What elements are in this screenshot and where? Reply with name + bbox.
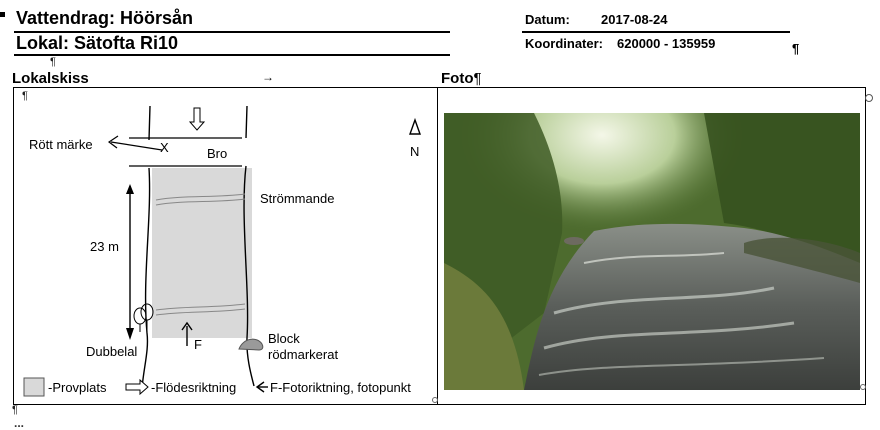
tab-arrow: → — [262, 70, 274, 84]
cell-end-marker — [432, 397, 438, 403]
site-title: Lokal: Sätofta Ri10 — [16, 33, 179, 53]
legend-photo-label: F-Fotoriktning, fotopunkt — [270, 380, 411, 395]
flow-type-label: Strömmande — [260, 191, 334, 206]
right-bank — [243, 105, 255, 387]
arrow-down-icon — [126, 328, 134, 340]
riffle-line — [155, 193, 246, 201]
cut-off-text: ... — [14, 416, 25, 430]
flow-arrow-icon — [188, 107, 206, 131]
date-label: Datum: — [525, 12, 570, 27]
date-rule — [522, 31, 790, 33]
site-sketch: Rött märke X Bro N Strömmande 23 m Dubbe… — [23, 105, 421, 397]
photo-mark-label: F — [194, 337, 202, 352]
pilcrow: ¶ — [792, 41, 800, 56]
pilcrow: ¶ — [22, 90, 28, 102]
arrow-up-icon — [181, 321, 193, 331]
pilcrow: ¶ — [50, 56, 56, 68]
block-label-2: rödmarkerat — [268, 347, 338, 362]
legend-sample-swatch — [23, 377, 45, 397]
coords-label: Koordinater: — [525, 36, 603, 51]
bridge-label: Bro — [207, 146, 227, 161]
pilcrow: ¶ — [12, 404, 18, 416]
header-rule-2 — [14, 54, 450, 56]
riffle-line — [155, 198, 246, 206]
riffle-line — [155, 303, 246, 311]
x-mark-label: X — [160, 140, 169, 155]
coords-value: 620000 - 135959 — [617, 36, 716, 51]
block-stone-icon — [238, 338, 264, 351]
riffle-line — [155, 308, 246, 316]
photo-section-title: Foto¶ — [441, 70, 482, 87]
distance-label: 23 m — [90, 239, 119, 254]
arrow-left-icon — [107, 135, 119, 149]
north-label: N — [410, 144, 419, 159]
tree-icon — [133, 303, 154, 332]
legend-sample-label: -Provplats — [48, 380, 107, 395]
red-mark-pointer — [110, 141, 163, 151]
red-mark-label: Rött märke — [29, 137, 93, 152]
cell-end-marker — [860, 384, 866, 390]
block-label: Block — [268, 331, 300, 346]
north-arrow-icon — [409, 117, 421, 135]
sketch-section-title: Lokalskiss — [12, 70, 89, 87]
legend-flow-label: -Flödesriktning — [151, 380, 236, 395]
bullet-mark — [0, 12, 5, 17]
site-photo — [444, 113, 860, 390]
sample-area — [152, 168, 252, 338]
photo-frame — [437, 87, 866, 405]
cell-end-marker — [865, 94, 873, 102]
arrow-up-icon — [126, 184, 134, 194]
water-title: Vattendrag: Höörsån — [16, 8, 194, 28]
header-rule-1 — [14, 31, 450, 33]
date-value: 2017-08-24 — [601, 12, 668, 27]
flow-arrow-icon — [125, 378, 149, 396]
dubbelal-label: Dubbelal — [86, 344, 137, 359]
stream-photo-image — [444, 113, 860, 390]
